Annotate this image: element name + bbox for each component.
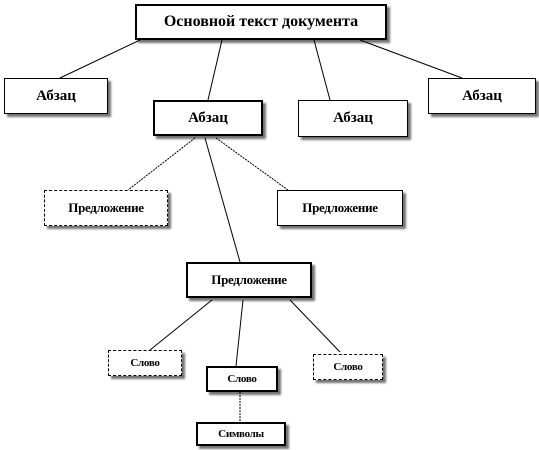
paragraph-node-4: Абзац	[428, 78, 536, 114]
edge-root-paragraph-1	[59, 39, 141, 79]
edge-sentence-word-1	[149, 299, 213, 351]
symbols-node: Символы	[196, 422, 286, 446]
word-node-2: Слово	[206, 366, 278, 392]
sentence-node-2: Предложение	[186, 262, 312, 298]
edge-root-paragraph-2	[207, 39, 223, 101]
sentence-node-1: Предложение	[44, 190, 168, 226]
edge-sentence-word-3	[289, 299, 341, 353]
word-node-1: Слово	[108, 350, 182, 376]
edge-root-paragraph-3	[313, 39, 331, 101]
edge-paragraph-sentence-3	[215, 137, 289, 191]
edge-paragraph-sentence-1	[127, 137, 196, 191]
paragraph-node-1: Абзац	[4, 78, 108, 114]
edge-sentence-word-2	[235, 299, 244, 367]
word-node-3: Слово	[313, 354, 383, 380]
root-node: Основной текст документа	[135, 4, 387, 40]
paragraph-node-2: Абзац	[153, 100, 263, 136]
edge-root-paragraph-4	[359, 39, 463, 79]
edge-paragraph-sentence-2	[204, 137, 241, 263]
paragraph-node-3: Абзац	[298, 100, 408, 137]
sentence-node-3: Предложение	[277, 190, 403, 226]
